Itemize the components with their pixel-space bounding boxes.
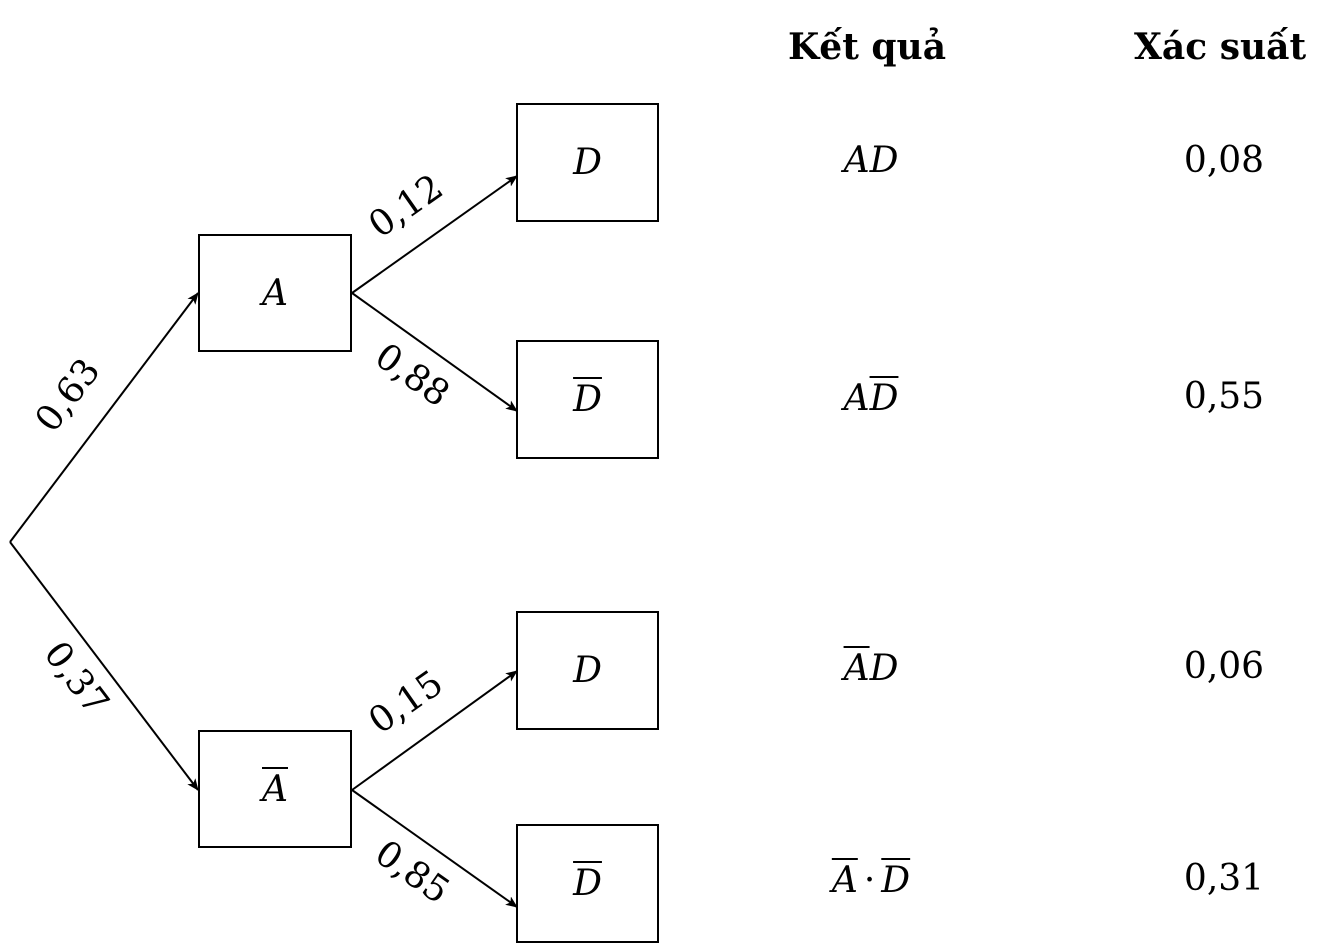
node-a: A [198,234,352,352]
header-outcome: Kết quả [788,26,947,68]
node-not-a: A [198,730,352,848]
node-label: D [573,650,602,691]
outcome-second: D [881,860,911,901]
node-label: A [262,272,288,314]
probability-row-4: 0,31 [1183,858,1265,899]
edge-a-d [351,175,518,294]
node-label: D [573,379,602,420]
node-a-not-d: D [516,340,659,459]
probability-row-2: 0,55 [1183,376,1265,417]
node-label: D [573,142,602,183]
node-a-d: D [516,103,659,222]
node-not-a-d: D [516,611,659,730]
node-label: A [262,768,288,810]
probability-row-3: 0,06 [1183,646,1265,687]
outcome-row-2: AD [771,378,971,419]
outcome-separator: · [863,860,876,901]
outcome-first: A [831,860,858,901]
outcome-second: D [869,140,899,181]
node-label: D [573,863,602,904]
node-not-a-not-d: D [516,824,659,943]
outcome-row-4: A·D [771,860,971,901]
edge-a-not-d [351,292,518,412]
outcome-second: D [869,648,899,689]
outcome-row-3: AD [771,648,971,689]
edge-root-not-a [9,541,199,791]
outcome-second: D [869,378,899,419]
probability-row-1: 0,08 [1183,140,1265,181]
edge-root-a [9,292,199,543]
outcome-first: A [843,140,870,181]
header-probability: Xác suất [1134,26,1307,68]
outcome-row-1: AD [771,140,971,181]
edge-not-a-not-d [351,789,518,908]
edge-not-a-d [351,670,518,791]
outcome-first: A [843,378,870,419]
outcome-first: A [843,648,870,689]
